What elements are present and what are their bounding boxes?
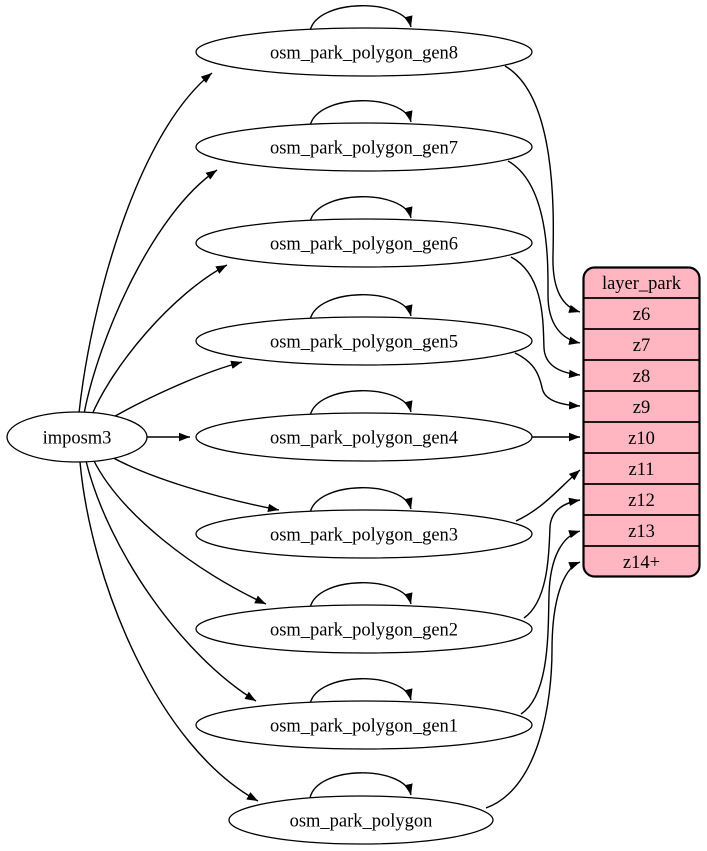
edge-gen5-self-loop	[309, 294, 413, 321]
node-osm-park-polygon-gen6: osm_park_polygon_gen6	[195, 218, 533, 268]
edge-imposm3-to-gen5	[102, 360, 243, 424]
gen1-ellipse	[195, 700, 533, 750]
zoom-row-z10: z10	[628, 429, 655, 449]
zoom-row-z7: z7	[633, 336, 650, 356]
polygon-label: osm_park_polygon	[290, 812, 433, 832]
gen4-label: osm_park_polygon_gen4	[270, 429, 458, 449]
edge-gen4-self-loop	[309, 390, 413, 417]
node-osm-park-polygon-gen8: osm_park_polygon_gen8	[195, 27, 533, 77]
node-osm-park-polygon-gen4: osm_park_polygon_gen4	[195, 412, 533, 462]
gen2-ellipse	[195, 604, 533, 654]
edges-imposm3-to-tables	[78, 72, 280, 802]
gen7-ellipse	[195, 122, 533, 172]
zoom-row-z9: z9	[633, 398, 650, 418]
node-osm-park-polygon-gen2: osm_park_polygon_gen2	[195, 604, 533, 654]
gen3-ellipse	[195, 509, 533, 559]
edge-imposm3-to-gen1	[85, 460, 257, 702]
gen3-label: osm_park_polygon_gen3	[270, 526, 458, 546]
edge-polygon-self-loop	[309, 772, 413, 799]
zoom-row-z13: z13	[628, 522, 655, 542]
edge-gen6-self-loop	[309, 196, 413, 223]
imposm3-label: imposm3	[43, 429, 112, 449]
gen6-ellipse	[195, 218, 533, 268]
edge-gen1-self-loop	[309, 678, 413, 705]
layer-park-title: layer_park	[602, 274, 682, 294]
node-osm-park-polygon: osm_park_polygon	[228, 795, 494, 845]
edge-gen2-to-z12	[523, 497, 581, 619]
node-osm-park-polygon-gen3: osm_park_polygon_gen3	[195, 509, 533, 559]
edge-imposm3-to-gen2	[92, 458, 267, 605]
edge-gen8-self-loop	[309, 5, 413, 32]
edge-gen2-self-loop	[309, 582, 413, 609]
node-imposm3: imposm3	[6, 411, 148, 463]
imposm3-ellipse	[6, 411, 148, 463]
zoom-row-z11: z11	[628, 460, 654, 480]
gen5-ellipse	[195, 316, 533, 366]
edge-gen7-self-loop	[309, 100, 413, 127]
edge-imposm3-to-polygon	[79, 461, 259, 802]
gen7-label: osm_park_polygon_gen7	[270, 139, 458, 159]
polygon-ellipse	[228, 795, 494, 845]
edge-gen6-to-z8	[510, 256, 581, 379]
edge-imposm3-to-gen3	[102, 451, 280, 513]
gen6-label: osm_park_polygon_gen6	[270, 235, 458, 255]
edge-imposm3-to-gen7	[83, 169, 218, 415]
node-osm-park-polygon-gen1: osm_park_polygon_gen1	[195, 700, 533, 750]
gen2-label: osm_park_polygon_gen2	[270, 621, 458, 641]
zoom-row-z6: z6	[633, 305, 650, 325]
edge-gen1-to-z13	[520, 530, 581, 715]
zoom-row-z14: z14+	[623, 553, 660, 573]
gen1-label: osm_park_polygon_gen1	[270, 717, 458, 737]
node-osm-park-polygon-gen5: osm_park_polygon_gen5	[195, 316, 533, 366]
self-loop-edges	[309, 5, 413, 799]
edge-gen3-self-loop	[309, 487, 413, 514]
edges-tables-to-layer	[485, 65, 581, 809]
edge-gen7-to-z7	[507, 160, 581, 345]
gen8-label: osm_park_polygon_gen8	[270, 44, 458, 64]
zoom-row-z12: z12	[628, 491, 655, 511]
gen4-ellipse	[195, 412, 533, 462]
node-layer-park: layer_park z6 z7 z8 z9 z10 z11 z12 z13 z…	[582, 266, 701, 578]
zoom-row-z8: z8	[633, 367, 650, 387]
edge-gen8-to-z6	[504, 65, 581, 313]
gen8-ellipse	[195, 27, 533, 77]
edge-imposm3-to-gen6	[90, 264, 228, 418]
edge-polygon-to-z14	[485, 561, 581, 809]
edge-gen5-to-z9	[514, 352, 581, 410]
gen5-label: osm_park_polygon_gen5	[270, 333, 458, 353]
edge-imposm3-to-gen8	[78, 72, 213, 414]
node-osm-park-polygon-gen7: osm_park_polygon_gen7	[195, 122, 533, 172]
edge-gen3-to-z11	[515, 469, 581, 522]
